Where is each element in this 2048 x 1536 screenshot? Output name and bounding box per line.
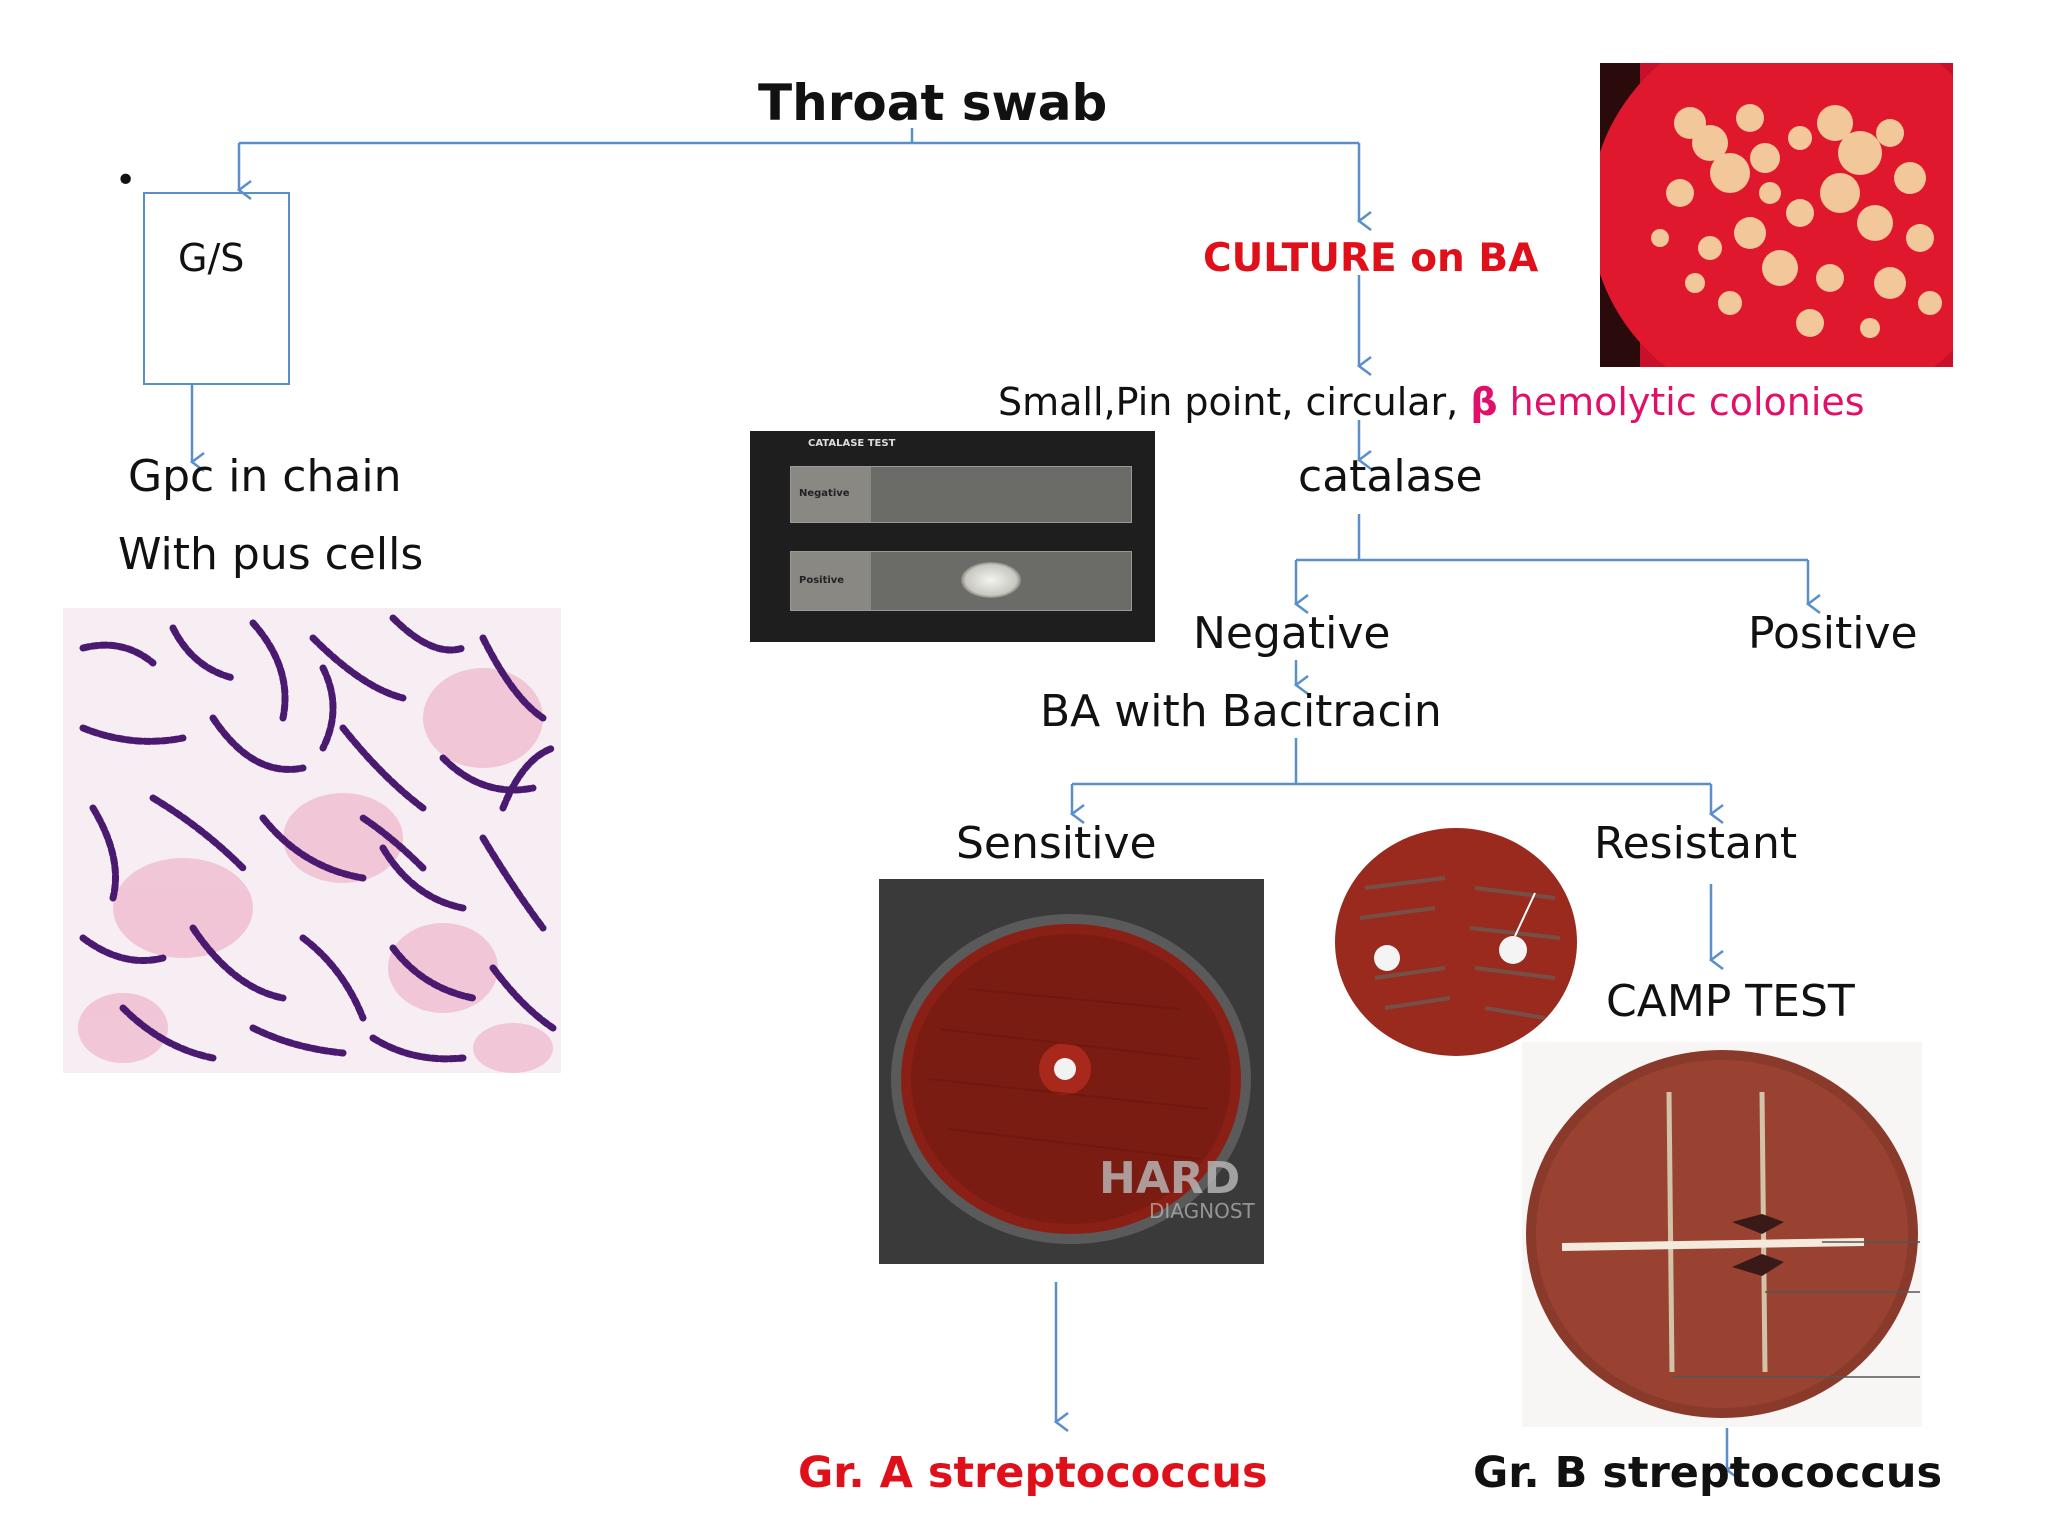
camp-test-photo [1522, 1042, 1922, 1427]
catalase-label: catalase [1298, 451, 1483, 502]
colonies-text: Small,Pin point, circular, [998, 380, 1471, 424]
culture-label: CULTURE on BA [1203, 236, 1539, 281]
negative-label: Negative [1193, 608, 1391, 659]
watermark-text-small: DIAGNOST [1149, 1199, 1255, 1223]
negative-slide-label: Negative [799, 488, 850, 499]
camp-plate-image [1522, 1042, 1922, 1427]
blood-agar-colonies-image [1600, 63, 1953, 367]
gs-label: G/S [178, 236, 245, 280]
positive-slide-label: Positive [799, 575, 845, 586]
beta-symbol: β [1470, 380, 1498, 424]
catalase-test-photo: CATALASE TEST Negative Positive [750, 431, 1155, 642]
resistant-plate-image [1335, 828, 1578, 1057]
camp-test-label: CAMP TEST [1606, 976, 1855, 1027]
positive-label: Positive [1748, 608, 1918, 659]
hemolytic-text: hemolytic colonies [1497, 380, 1865, 424]
watermark-text: HARD [1099, 1153, 1241, 1204]
bacitracin-label: BA with Bacitracin [1040, 686, 1442, 737]
catalase-bubbles [961, 562, 1021, 598]
colonies-description: Small,Pin point, circular, β hemolytic c… [998, 383, 1865, 421]
blood-agar-colonies-photo [1600, 63, 1953, 367]
bacitracin-sensitive-photo: HARD DIAGNOST [879, 879, 1264, 1264]
diagram-title: Throat swab [758, 74, 1108, 132]
sensitive-label: Sensitive [956, 818, 1157, 869]
gr-b-streptococcus-label: Gr. B streptococcus [1473, 1448, 1943, 1498]
pus-cells-text: With pus cells [118, 529, 424, 580]
negative-slide: Negative [790, 466, 1132, 523]
bullet-marker: • [115, 160, 137, 201]
positive-slide: Positive [790, 551, 1132, 611]
bacitracin-resistant-photo [1335, 828, 1578, 1057]
gs-box [143, 192, 290, 385]
gram-stain-image [63, 608, 561, 1073]
gpc-in-chain-text: Gpc in chain [128, 451, 402, 502]
sensitive-plate-image [879, 879, 1264, 1264]
resistant-label: Resistant [1594, 818, 1798, 869]
gram-stain-photo [63, 608, 561, 1073]
gr-a-streptococcus-label: Gr. A streptococcus [798, 1448, 1268, 1498]
catalase-photo-heading: CATALASE TEST [808, 438, 896, 449]
